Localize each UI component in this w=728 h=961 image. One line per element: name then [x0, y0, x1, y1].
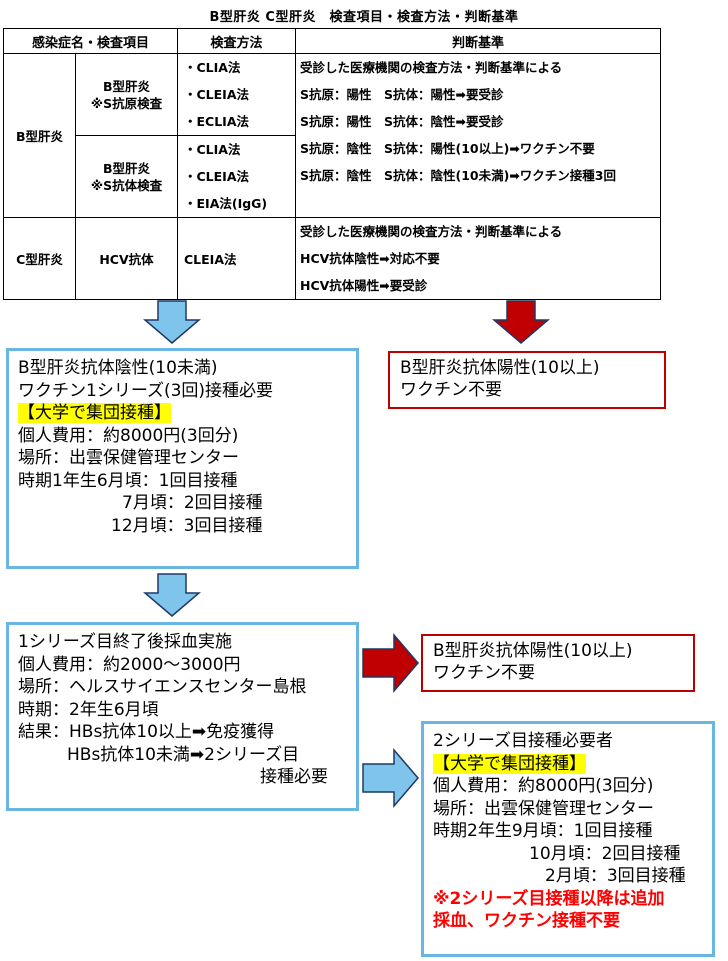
criteria-line: HCV抗体陰性➡対応不要 — [300, 251, 440, 266]
criteria-line: 受診した医療機関の検査方法・判断基準による — [300, 224, 563, 239]
box-line: 結果：HBs抗体10以上➡免疫獲得 — [18, 722, 275, 742]
table-header-row: 感染症名・検査項目 検査方法 判断基準 — [3, 28, 661, 54]
blood-test-box: 1シリーズ目終了後採血実施 個人費用：約2000～3000円 場所：ヘルスサイエ… — [6, 622, 359, 811]
s-antigen-item: B型肝炎 ※S抗原検査 — [75, 53, 178, 136]
header-method: 検査方法 — [177, 28, 296, 54]
box-line: HBs抗体10未満➡2シリーズ目 — [67, 744, 300, 765]
box-line: 1シリーズ目終了後採血実施 — [18, 632, 232, 652]
box-line: B型肝炎抗体陽性(10以上) — [433, 641, 633, 661]
header-criteria: 判断基準 — [295, 28, 661, 54]
box-line: 2シリーズ目接種必要者 — [433, 731, 613, 751]
method-item: ・EIA法(IgG) — [184, 196, 268, 211]
box-line: 2月頃：3回目接種 — [545, 866, 686, 886]
method-item: ・CLEIA法 — [184, 169, 250, 184]
red-right-arrow-icon — [362, 633, 419, 693]
box-line: 10月頃：2回目接種 — [529, 843, 681, 864]
box-line: ワクチン1シリーズ(3回)接種必要 — [18, 380, 274, 401]
criteria-line: HCV抗体陽性➡要受診 — [300, 278, 428, 293]
criteria-line: S抗原：陰性 S抗体：陽性(10以上)➡ワクチン不要 — [300, 141, 595, 156]
box-line: 時期2年生9月頃：1回目接種 — [433, 821, 653, 841]
group-vaccination-highlight: 【大学で集団接種】 — [18, 403, 171, 423]
s-antibody-methods: ・CLIA法 ・CLEIA法 ・EIA法(IgG) — [177, 135, 296, 218]
box-line: 個人費用：約8000円(3回分) — [18, 425, 239, 446]
down-arrow-icon — [143, 573, 201, 617]
hcv-method: CLEIA法 — [177, 217, 296, 300]
s-antibody-line2: ※S抗体検査 — [90, 177, 163, 193]
warning-text: 採血、ワクチン接種不要 — [433, 911, 620, 931]
method-item: ・CLIA法 — [184, 142, 241, 157]
hepb-label: B型肝炎 — [3, 53, 76, 218]
box-line: 時期1年生6月頃：1回目接種 — [18, 470, 238, 491]
box-line: 7月頃：2回目接種 — [122, 493, 263, 513]
method-item: ・CLIA法 — [184, 60, 241, 75]
red-down-arrow-icon — [492, 300, 550, 344]
page-title: B型肝炎 C型肝炎 検査項目・検査方法・判断基準 — [209, 10, 519, 25]
box-line: B型肝炎抗体陰性(10未満) — [18, 358, 218, 378]
box-line: 場所：出雲保健管理センター — [433, 798, 654, 819]
down-arrow-icon — [143, 300, 201, 344]
box-line: ワクチン不要 — [400, 380, 502, 400]
box-line: B型肝炎抗体陽性(10以上) — [400, 358, 600, 378]
box-line: 個人費用：約8000円(3回分) — [433, 776, 654, 796]
header-item: 感染症名・検査項目 — [3, 28, 178, 54]
s-antibody-item: B型肝炎 ※S抗体検査 — [75, 135, 178, 218]
s-antigen-line2: ※S抗原検査 — [90, 95, 163, 111]
right-arrow-icon — [362, 748, 419, 808]
warning-text: ※2シリーズ目接種以降は追加 — [433, 888, 665, 909]
s-antigen-methods: ・CLIA法 ・CLEIA法 ・ECLIA法 — [177, 53, 296, 136]
table-row: C型肝炎 HCV抗体 CLEIA法 受診した医療機関の検査方法・判断基準による … — [3, 217, 661, 300]
criteria-line: S抗原：陽性 S抗体：陽性➡要受診 — [300, 87, 504, 102]
method-item: ・CLEIA法 — [184, 87, 250, 102]
box-line: 個人費用：約2000～3000円 — [18, 654, 241, 675]
hepb-criteria: 受診した医療機関の検査方法・判断基準による S抗原：陽性 S抗体：陽性➡要受診 … — [295, 53, 661, 218]
group-vaccination-highlight: 【大学で集団接種】 — [433, 753, 586, 774]
box-line: ワクチン不要 — [433, 663, 535, 683]
box-line: 場所：ヘルスサイエンスセンター島根 — [18, 677, 307, 697]
criteria-table: 感染症名・検査項目 検査方法 判断基準 B型肝炎 B型肝炎 ※S抗原検査 ・CL… — [3, 28, 661, 300]
criteria-line: 受診した医療機関の検査方法・判断基準による — [300, 60, 563, 75]
criteria-line: S抗原：陰性 S抗体：陰性(10未満)➡ワクチン接種3回 — [300, 168, 616, 183]
criteria-line: S抗原：陽性 S抗体：陰性➡要受診 — [300, 114, 504, 129]
hepc-label: C型肝炎 — [3, 217, 76, 300]
vaccine-unnecessary-box: B型肝炎抗体陽性(10以上) ワクチン不要 — [421, 634, 695, 692]
vaccine-unnecessary-box: B型肝炎抗体陽性(10以上) ワクチン不要 — [388, 351, 666, 409]
table-row: B型肝炎 B型肝炎 ※S抗原検査 ・CLIA法 ・CLEIA法 ・ECLIA法 … — [3, 53, 661, 218]
s-antibody-line1: B型肝炎 — [102, 160, 151, 176]
method-item: ・ECLIA法 — [184, 114, 250, 129]
hepc-criteria: 受診した医療機関の検査方法・判断基準による HCV抗体陰性➡対応不要 HCV抗体… — [295, 217, 661, 300]
box-line: 12月頃：3回目接種 — [111, 515, 263, 536]
box-line: 時期：2年生6月頃 — [18, 699, 159, 720]
hcv-item: HCV抗体 — [75, 217, 178, 300]
box-line: 場所：出雲保健管理センター — [18, 448, 239, 468]
first-series-box: B型肝炎抗体陰性(10未満) ワクチン1シリーズ(3回)接種必要 【大学で集団接… — [6, 348, 359, 569]
box-line: 接種必要 — [260, 767, 328, 787]
table-row: B型肝炎 ※S抗体検査 ・CLIA法 ・CLEIA法 ・EIA法(IgG) — [4, 135, 661, 218]
second-series-box: 2シリーズ目接種必要者 【大学で集団接種】 個人費用：約8000円(3回分) 場… — [421, 721, 715, 957]
s-antigen-line1: B型肝炎 — [102, 78, 151, 94]
